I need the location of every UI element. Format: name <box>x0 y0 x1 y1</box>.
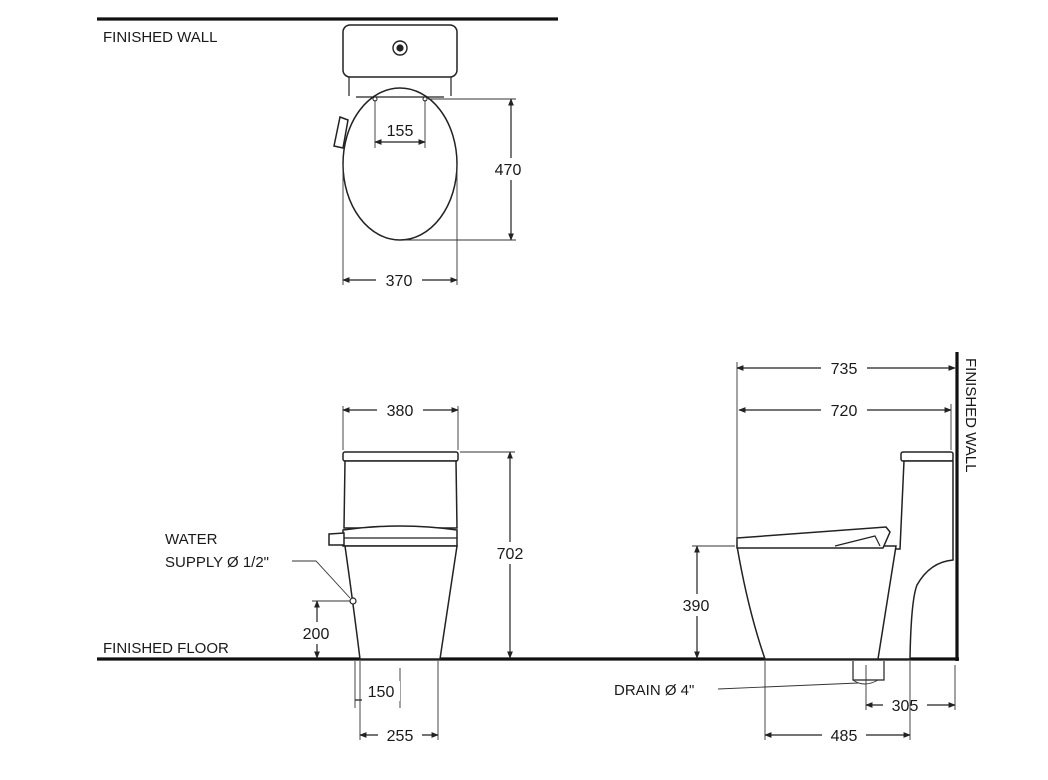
front-view: WATER SUPPLY Ø 1/2" 380 702 200 150 255 <box>165 400 532 745</box>
tank-lid-side <box>900 451 954 462</box>
dim-seat-width: 370 <box>386 273 413 290</box>
seat-hinge-side-icon <box>834 535 881 547</box>
dim-seat-length: 470 <box>495 162 522 179</box>
flush-button-icon <box>392 40 408 56</box>
bowl-front <box>344 545 458 660</box>
finished-wall-label-side: FINISHED WALL <box>962 358 979 472</box>
water-inlet-icon <box>349 597 357 605</box>
toilet-seat-top-view <box>342 87 458 241</box>
drain-label: DRAIN Ø 4" <box>614 682 694 699</box>
top-view: FINISHED WALL 155 470 370 <box>97 17 558 290</box>
drain-leader <box>717 682 859 690</box>
dim-base-offset: 150 <box>368 684 395 701</box>
water-supply-label-line2: SUPPLY Ø 1/2" <box>165 554 269 571</box>
dim-seat-height: 390 <box>683 598 710 615</box>
dim-overall-height: 702 <box>497 546 524 563</box>
bowl-side <box>736 545 897 660</box>
drain-pipe <box>852 661 885 681</box>
seat-front <box>342 525 458 547</box>
dim-foot-depth: 485 <box>831 728 858 745</box>
flush-lever-front-icon <box>328 532 345 546</box>
tank-front <box>343 460 458 529</box>
dim-bowl-depth: 720 <box>831 403 858 420</box>
water-supply-label-line1: WATER <box>165 531 218 548</box>
tank-neck <box>348 77 452 96</box>
side-view: FINISHED WALL DRAIN Ø 4" 735 720 390 <box>614 352 979 745</box>
finished-floor-label: FINISHED FLOOR <box>103 640 229 657</box>
water-supply-leader <box>292 560 351 599</box>
dim-overall-depth: 735 <box>831 361 858 378</box>
seat-side <box>736 526 891 549</box>
dim-drain-offset: 305 <box>892 698 919 715</box>
dim-seat-hinge-spacing: 155 <box>387 123 414 140</box>
dim-supply-height: 200 <box>303 626 330 643</box>
dim-tank-width: 380 <box>387 403 414 420</box>
dim-base-width: 255 <box>387 728 414 745</box>
finished-wall-label-top: FINISHED WALL <box>103 29 217 46</box>
flush-lever-icon <box>333 115 349 149</box>
tank-lid-front <box>342 451 459 462</box>
